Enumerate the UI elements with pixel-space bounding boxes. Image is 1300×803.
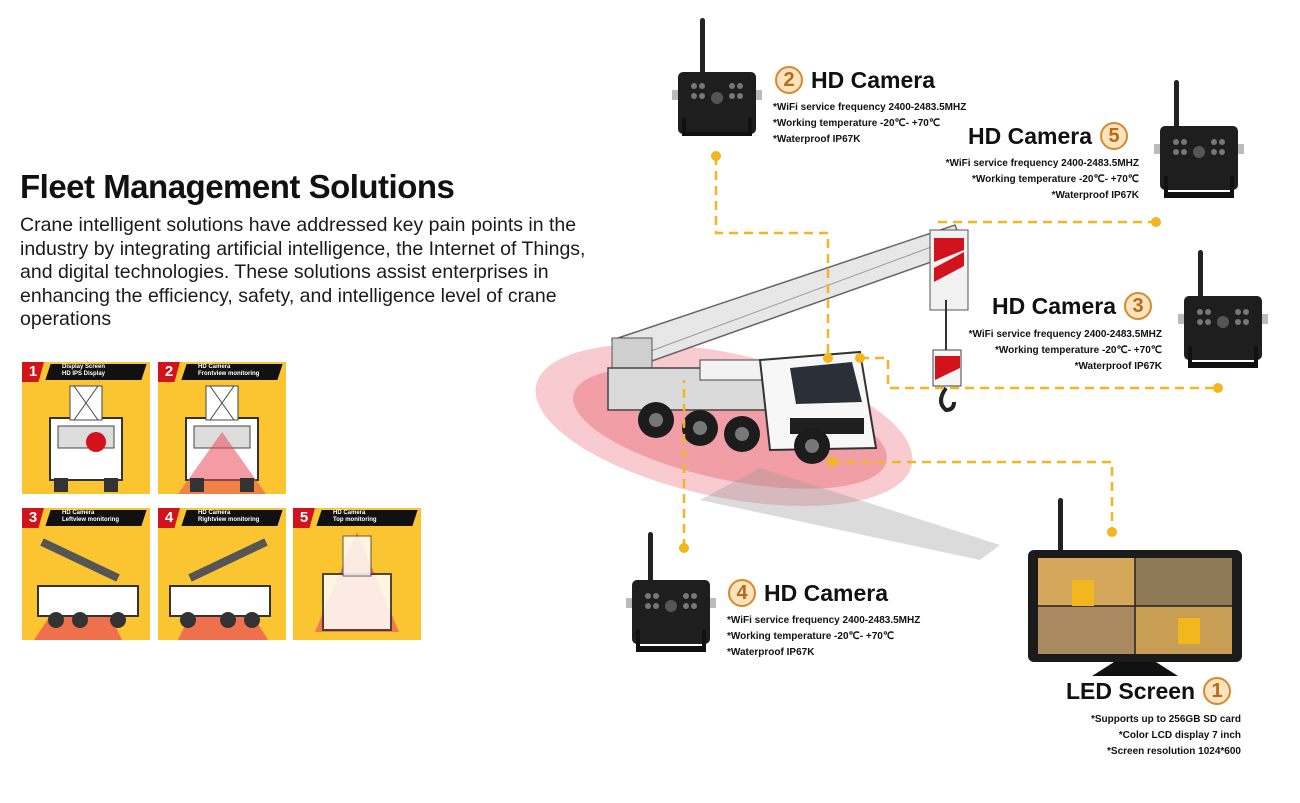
- monitor-icon: [1028, 498, 1242, 676]
- thumbnail-caption: Display Screen: [62, 364, 106, 370]
- crane-shadow: [700, 468, 1000, 560]
- connector-camera-2: [714, 156, 830, 358]
- led-screen-number-badge: 1: [1203, 677, 1232, 705]
- crane-side-icon: [34, 538, 139, 640]
- led-screen-title: LED Screen 1: [1066, 677, 1232, 705]
- spec-line: *Waterproof IP67K: [1051, 190, 1139, 201]
- camera-2-label: HD Camera: [811, 66, 935, 93]
- led-screen-label: LED Screen: [1066, 677, 1196, 704]
- led-screen-specs: *Supports up to 256GB SD card *Color LCD…: [1091, 712, 1241, 760]
- crane-top-icon: [315, 532, 399, 632]
- thumbnail-subcaption: HD IPS Display: [62, 371, 106, 377]
- spec-line: *Waterproof IP67K: [773, 134, 861, 145]
- spec-line: *WiFi service frequency 2400-2483.5MHZ: [945, 158, 1139, 169]
- thumbnail-number: 2: [158, 362, 180, 382]
- crane-side-icon: [169, 538, 271, 640]
- crane-truck-icon: [607, 224, 969, 464]
- wifi-camera-icon: [626, 532, 716, 652]
- thumbnail-number: 5: [293, 508, 315, 528]
- thumbnail-subcaption: Top monitoring: [333, 517, 377, 523]
- spec-line: *Working temperature -20℃- +70℃: [773, 118, 941, 129]
- crane-front-icon: [178, 385, 266, 494]
- wifi-camera-icon: [1178, 250, 1268, 368]
- spec-line: *Working temperature -20℃- +70℃: [971, 174, 1139, 185]
- camera-3-label: HD Camera: [992, 292, 1116, 319]
- spec-line: *WiFi service frequency 2400-2483.5MHZ: [727, 615, 921, 626]
- camera-2-title: 2 HD Camera: [775, 66, 935, 94]
- camera-3-specs: *WiFi service frequency 2400-2483.5MHZ *…: [969, 327, 1162, 375]
- wifi-camera-icon: [1154, 80, 1244, 198]
- camera-4-label: HD Camera: [764, 579, 888, 606]
- thumbnail-number: 3: [22, 508, 44, 528]
- spec-line: *WiFi service frequency 2400-2483.5MHZ: [968, 329, 1162, 340]
- spec-line: *Working temperature -20℃- +70℃: [994, 345, 1162, 356]
- page-title: Fleet Management Solutions: [20, 168, 455, 205]
- connector-dots: [679, 151, 1223, 553]
- camera-4-title: 4 HD Camera: [728, 579, 888, 607]
- crane-front-icon: [49, 385, 123, 492]
- intro-description: Crane intelligent solutions have address…: [20, 214, 586, 330]
- camera-5-specs: *WiFi service frequency 2400-2483.5MHZ *…: [946, 156, 1139, 204]
- thumbnail-caption: HD Camera: [198, 510, 231, 516]
- thumbnail-subcaption: Rightview monitoring: [198, 517, 260, 523]
- spec-line: *Working temperature -20℃- +70℃: [727, 631, 895, 642]
- spec-line: *Waterproof IP67K: [727, 647, 815, 658]
- camera-4-specs: *WiFi service frequency 2400-2483.5MHZ *…: [727, 613, 920, 661]
- camera-2-number-badge: 2: [775, 66, 803, 94]
- connector-lines: [682, 156, 1218, 548]
- camera-5-number-badge: 5: [1100, 122, 1128, 150]
- spec-line: *Color LCD display 7 inch: [1118, 730, 1241, 741]
- camera-3-title: HD Camera 3: [992, 292, 1152, 320]
- spec-line: *WiFi service frequency 2400-2483.5MHZ: [773, 102, 967, 113]
- thumbnail-number: 4: [158, 508, 180, 528]
- connector-led-screen: [832, 460, 1114, 532]
- thumbnail-caption: HD Camera: [62, 510, 95, 516]
- thumbnail-number: 1: [22, 362, 44, 382]
- camera-3-number-badge: 3: [1124, 292, 1152, 320]
- camera-4-number-badge: 4: [728, 579, 756, 607]
- spec-line: *Waterproof IP67K: [1074, 361, 1162, 372]
- camera-5-title: HD Camera 5: [968, 122, 1128, 150]
- spec-line: *Screen resolution 1024*600: [1107, 746, 1241, 757]
- spec-line: *Supports up to 256GB SD card: [1090, 714, 1241, 725]
- thumbnail-caption: HD Camera: [333, 510, 366, 516]
- camera-2-specs: *WiFi service frequency 2400-2483.5MHZ *…: [773, 100, 966, 148]
- thumbnail-caption: HD Camera: [198, 364, 231, 370]
- camera-5-label: HD Camera: [968, 122, 1092, 149]
- wifi-camera-icon: [672, 18, 762, 136]
- thumbnail-subcaption: Frontview monitoring: [198, 371, 260, 377]
- thumbnail-subcaption: Leftview monitoring: [62, 517, 119, 523]
